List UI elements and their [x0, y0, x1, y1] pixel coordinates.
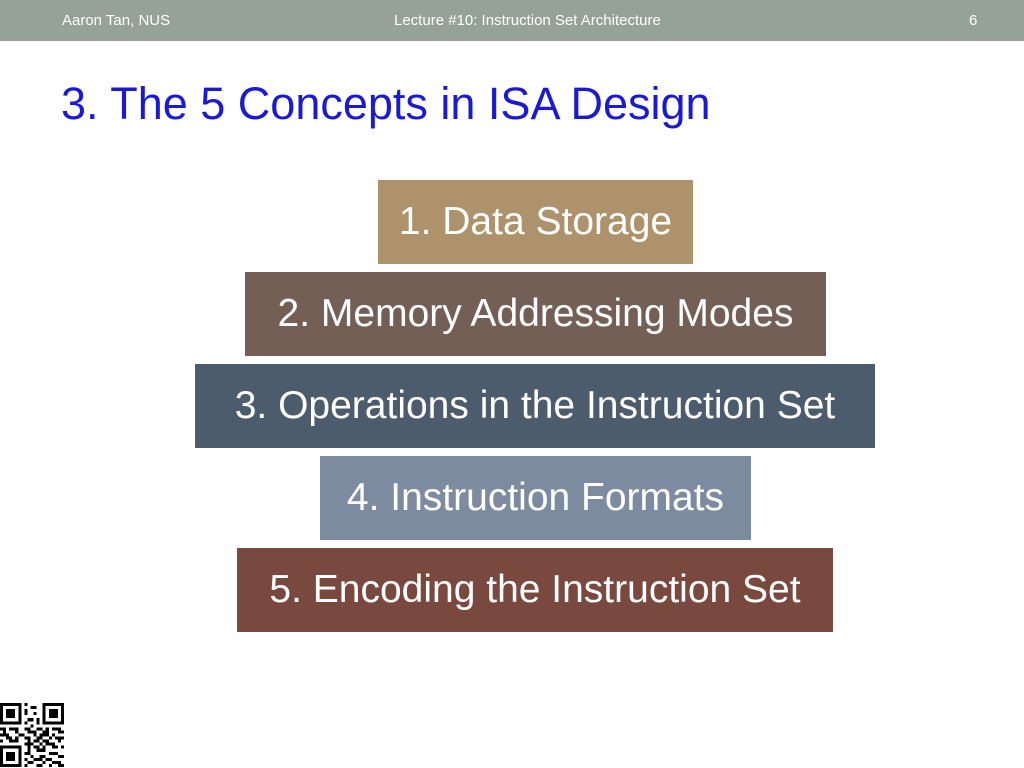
- slide-header-bar: Aaron Tan, NUS Lecture #10: Instruction …: [0, 0, 1024, 41]
- concept-memory-addressing-modes: 2. Memory Addressing Modes: [245, 272, 826, 356]
- concept-instruction-formats: 4. Instruction Formats: [320, 456, 751, 540]
- header-slide-number: 6: [969, 12, 978, 29]
- concept-encoding-instruction-set: 5. Encoding the Instruction Set: [237, 548, 833, 632]
- qr-code-icon: [0, 703, 64, 767]
- concept-operations-in-instruction-set: 3. Operations in the Instruction Set: [195, 364, 875, 448]
- concept-data-storage: 1. Data Storage: [378, 180, 693, 264]
- header-author: Aaron Tan, NUS: [62, 12, 171, 29]
- slide-title: 3. The 5 Concepts in ISA Design: [61, 78, 711, 129]
- header-lecture-title: Lecture #10: Instruction Set Architectur…: [394, 12, 661, 29]
